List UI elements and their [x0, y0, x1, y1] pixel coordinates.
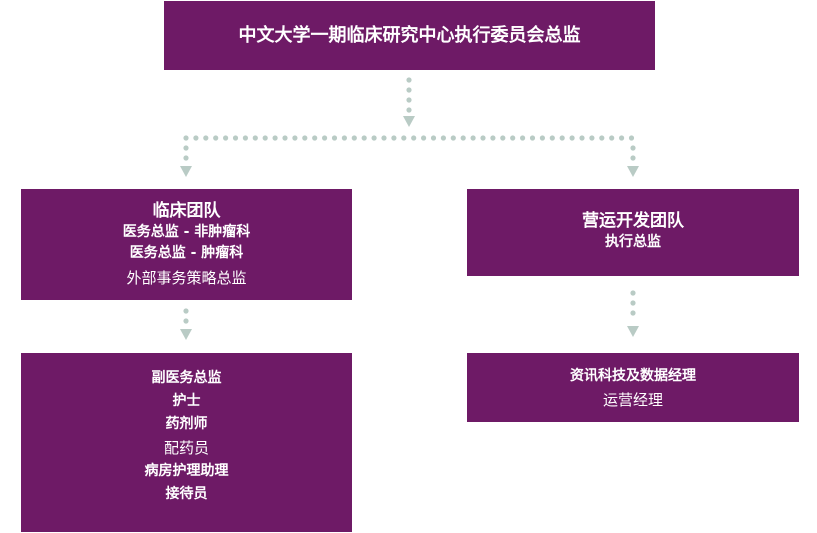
connector-dot — [242, 135, 248, 141]
connector-dot — [460, 135, 466, 141]
connector-dot — [203, 135, 209, 141]
connector-dot — [183, 145, 189, 151]
clinical-team-line: 医务总监 - 肿瘤科 — [129, 245, 244, 261]
connector-dot — [262, 135, 268, 141]
operations-staff-box: 资讯科技及数据经理 运营经理 — [467, 353, 799, 422]
connector-dot — [341, 135, 347, 141]
connector-dot — [630, 300, 636, 306]
clinical-team-box: 临床团队 医务总监 - 非肿瘤科 医务总监 - 肿瘤科 外部事务策略总监 — [21, 189, 352, 300]
connector-dot — [391, 135, 397, 141]
operations-team-line: 执行总监 — [605, 234, 661, 250]
connector-dot — [589, 135, 595, 141]
connector-dot — [440, 135, 446, 141]
connector-dot — [406, 77, 412, 83]
connector-dot — [213, 135, 219, 141]
arrow-down-icon — [627, 326, 639, 337]
clinical-staff-item: 病房护理助理 — [144, 463, 229, 479]
clinical-team-line: 外部事务策略总监 — [126, 269, 247, 287]
connector-dot — [406, 97, 412, 103]
connector-dot — [421, 135, 427, 141]
arrow-down-icon — [403, 116, 415, 127]
executive-director-box: 中文大学一期临床研究中心执行委员会总监 — [164, 1, 655, 70]
clinical-staff-item: 药剂师 — [165, 416, 208, 432]
connector-dot — [351, 135, 357, 141]
connector-dot — [630, 290, 636, 296]
connector-dot — [599, 135, 605, 141]
connector-dot — [322, 135, 328, 141]
connector-dot — [520, 135, 526, 141]
connector-dot — [470, 135, 476, 141]
connector-dot — [371, 135, 377, 141]
connector-dot — [183, 308, 189, 314]
clinical-staff-item: 配药员 — [163, 439, 209, 457]
connector-dot — [500, 135, 506, 141]
connector-dot — [232, 135, 239, 141]
connector-dot — [183, 318, 189, 324]
operations-team-title: 营运开发团队 — [582, 211, 684, 231]
connector-dot — [630, 155, 636, 161]
arrow-down-icon — [180, 166, 192, 177]
connector-dot — [183, 135, 189, 141]
connector-dot — [609, 135, 615, 141]
connector-dot — [619, 135, 625, 141]
connector-dot — [628, 135, 635, 141]
connector-dot — [539, 135, 546, 141]
clinical-staff-item: 副医务总监 — [151, 370, 222, 386]
connector-dot — [406, 107, 412, 113]
connector-dot — [406, 87, 412, 93]
operations-team-box: 营运开发团队 执行总监 — [467, 189, 799, 276]
connector-dot — [559, 135, 565, 141]
connector-dot — [361, 135, 367, 141]
connector-dot — [430, 135, 437, 141]
connector-dot — [381, 135, 387, 141]
connector-dot — [282, 135, 288, 141]
connector-dot — [510, 135, 516, 141]
clinical-team-title: 临床团队 — [152, 201, 221, 221]
connector-dot — [331, 135, 338, 141]
executive-director-title: 中文大学一期临床研究中心执行委员会总监 — [238, 25, 581, 46]
connector-dot — [401, 135, 407, 141]
connector-dot — [569, 135, 575, 141]
connector-dot — [292, 135, 298, 141]
connector-dot — [480, 135, 486, 141]
operations-staff-item: 运营经理 — [602, 391, 663, 409]
connector-dot — [630, 145, 636, 151]
connector-dot — [312, 135, 318, 141]
connector-dot — [411, 135, 417, 141]
horizontal-connector — [183, 135, 635, 141]
arrow-down-icon — [627, 166, 639, 177]
connector-dot — [529, 135, 536, 141]
connector-dot — [450, 135, 456, 141]
connector-dot — [193, 135, 199, 141]
connector-dot — [183, 155, 189, 161]
connector-dot — [302, 135, 308, 141]
connector-dot — [630, 310, 636, 316]
clinical-staff-item: 接待员 — [165, 486, 208, 502]
connector-dot — [549, 135, 555, 141]
connector-dot — [490, 135, 496, 141]
connector-dot — [252, 135, 258, 141]
clinical-team-line: 医务总监 - 非肿瘤科 — [122, 224, 251, 240]
connector-dot — [223, 135, 229, 141]
arrow-down-icon — [180, 329, 192, 340]
clinical-staff-item: 护士 — [172, 393, 201, 409]
connector-dot — [272, 135, 278, 141]
operations-staff-item: 资讯科技及数据经理 — [570, 368, 696, 384]
connector-dot — [579, 135, 585, 141]
clinical-staff-box: 副医务总监 护士 药剂师 配药员 病房护理助理 接待员 — [21, 353, 352, 532]
